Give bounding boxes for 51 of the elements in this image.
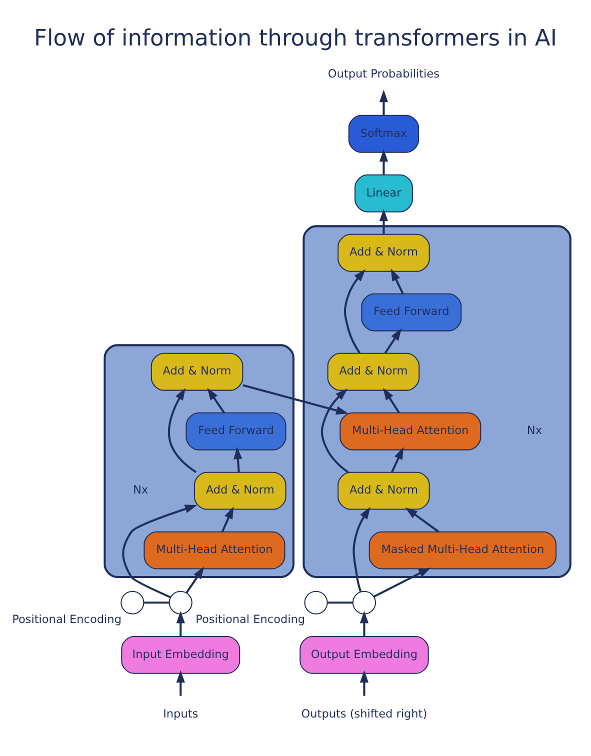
node-box: Feed Forward <box>361 293 462 332</box>
node-label: Nx <box>526 424 542 438</box>
node-box: Linear <box>354 174 413 212</box>
node-circle <box>120 590 144 614</box>
arrow <box>221 506 234 532</box>
node-box: Add & Norm <box>194 472 286 510</box>
node-circle <box>352 590 376 614</box>
arrow <box>384 328 402 354</box>
arrow <box>168 388 197 474</box>
arrow <box>379 90 388 116</box>
arrow <box>360 610 369 636</box>
node-label: Nx <box>133 484 148 497</box>
arrow <box>176 610 185 636</box>
arrow <box>186 566 204 594</box>
arrow <box>234 446 242 472</box>
arrow <box>379 208 388 234</box>
arrow <box>207 388 225 414</box>
node-box: Masked Multi-Head Attention <box>368 531 557 570</box>
node-circle <box>168 590 192 614</box>
arrow <box>352 506 370 592</box>
node-box: Softmax <box>348 114 420 153</box>
node-text: Inputs <box>163 707 198 720</box>
node-text: Output Probabilities <box>328 67 440 80</box>
arrow <box>344 269 366 354</box>
arrow <box>382 388 400 414</box>
arrow <box>176 670 185 696</box>
node-box: Add & Norm <box>327 352 420 391</box>
connector <box>144 602 170 604</box>
arrow <box>320 388 349 474</box>
arrow <box>405 507 440 533</box>
arrow <box>379 149 388 175</box>
node-box: Feed Forward <box>186 412 286 450</box>
arrow <box>242 384 348 415</box>
node-box: Multi-Head Attention <box>340 412 482 450</box>
arrow <box>374 568 431 598</box>
arrow <box>390 446 404 473</box>
connector <box>327 602 353 604</box>
node-circle <box>304 590 328 614</box>
arrow <box>360 670 369 696</box>
node-box: Output Embedding <box>300 636 429 674</box>
node-box: Add & Norm <box>338 234 430 272</box>
node-text: Outputs (shifted right) <box>301 707 428 720</box>
diagram-title: Flow of information through transformers in AI <box>34 25 557 52</box>
node-box: Input Embedding <box>121 636 240 674</box>
node-box: Add & Norm <box>338 472 430 510</box>
node-label: Positional Encoding <box>12 612 122 626</box>
arrow <box>390 268 404 294</box>
node-label: Positional Encoding <box>196 612 306 626</box>
node-box: Multi-Head Attention <box>144 531 286 570</box>
arrow <box>122 504 198 598</box>
node-box: Add & Norm <box>150 352 244 391</box>
